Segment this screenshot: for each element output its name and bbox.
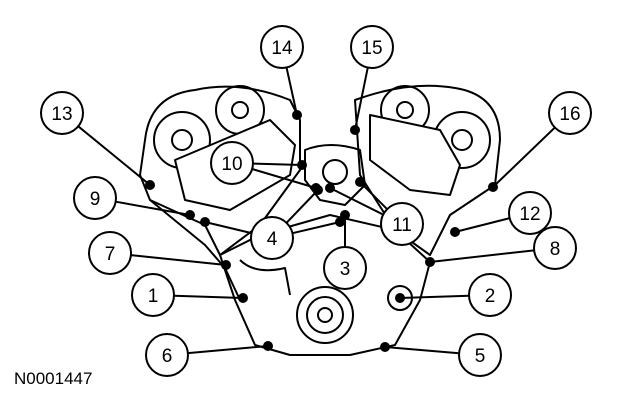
leader-line-11 [329, 187, 384, 216]
callout-number: 16 [559, 104, 580, 125]
leader-line-9 [115, 200, 191, 216]
callout-16: 16 [548, 91, 592, 135]
left-cam-sprocket2-inner [231, 101, 249, 119]
callout-circle [73, 176, 117, 220]
water-pump-hub [322, 159, 348, 185]
lower-timing-cover [219, 214, 431, 356]
callout-number: 8 [550, 239, 561, 260]
leader-line-13 [77, 125, 151, 186]
callout-circle [40, 91, 84, 135]
callout-10: 10 [210, 141, 254, 185]
callout-number: 15 [361, 38, 382, 59]
callout-number: 10 [221, 154, 242, 175]
callout-circle [210, 141, 254, 185]
leader-line-15 [354, 67, 369, 131]
leader-line-1 [173, 294, 244, 299]
callout-14: 14 [260, 25, 304, 69]
right-cam-sprocket2-inner [451, 129, 473, 151]
callout-1: 1 [131, 273, 175, 317]
callout-number: 3 [340, 259, 351, 280]
callout-circle [323, 246, 367, 290]
callout-8: 8 [533, 226, 577, 270]
callout-circle [548, 91, 592, 135]
leader-line-10 [252, 162, 303, 166]
right-cover-panel [369, 114, 461, 196]
leader-line-7 [130, 254, 227, 266]
callout-3: 3 [323, 246, 367, 290]
callout-number: 12 [519, 204, 540, 225]
crankshaft-pulley-inner [317, 307, 333, 323]
callout-circle [458, 333, 502, 377]
left-cam-sprocket-inner [171, 129, 193, 151]
callout-circle [131, 273, 175, 317]
crankshaft-pulley-mid [306, 296, 344, 334]
callout-12: 12 [508, 191, 552, 235]
callout-number: 11 [392, 215, 412, 236]
oil-tube [239, 259, 291, 296]
callout-number: 14 [271, 38, 293, 59]
callout-number: 7 [105, 244, 116, 265]
callout-number: 2 [485, 286, 496, 307]
figure-id: N0001447 [14, 369, 93, 388]
callout-circle [468, 273, 512, 317]
leader-line-16 [492, 126, 556, 188]
callout-circle [380, 202, 424, 246]
callout-number: 13 [51, 104, 72, 125]
leader-line-10 [251, 168, 317, 189]
leader-line-8 [429, 249, 535, 263]
callout-number: 5 [475, 346, 486, 367]
left-timing-chain-outline [139, 85, 301, 256]
crankshaft-pulley-outer [296, 286, 354, 344]
callout-circle [260, 25, 304, 69]
callout-13: 13 [40, 91, 84, 135]
callout-number: 1 [148, 286, 159, 307]
callout-15: 15 [350, 25, 394, 69]
callout-circle [350, 25, 394, 69]
callout-2: 2 [468, 273, 512, 317]
callout-circle [533, 226, 577, 270]
callout-9: 9 [73, 176, 117, 220]
callout-6: 6 [145, 333, 189, 377]
leader-line-2 [399, 294, 470, 299]
right-cam-sprocket-inner [396, 101, 414, 119]
callout-circle [250, 216, 294, 260]
callout-circle [88, 231, 132, 275]
callout-circle [145, 333, 189, 377]
callout-4: 4 [250, 216, 294, 260]
leader-line-5 [384, 346, 460, 355]
callout-7: 7 [88, 231, 132, 275]
leader-line-4 [292, 221, 341, 235]
callout-5: 5 [458, 333, 502, 377]
water-pump-housing [304, 144, 366, 206]
leader-line-12 [454, 217, 510, 233]
callout-11: 11 [380, 202, 424, 246]
leader-line-4 [285, 189, 319, 224]
leader-line-6 [187, 345, 269, 355]
leader-line-11 [359, 181, 388, 210]
callout-number: 4 [267, 229, 278, 250]
callout-number: 6 [162, 346, 173, 367]
left-side-edge [149, 199, 241, 301]
leader-line-14 [285, 67, 298, 116]
callout-number: 9 [90, 189, 101, 210]
callout-circle [508, 191, 552, 235]
leader-line-4 [204, 221, 252, 235]
